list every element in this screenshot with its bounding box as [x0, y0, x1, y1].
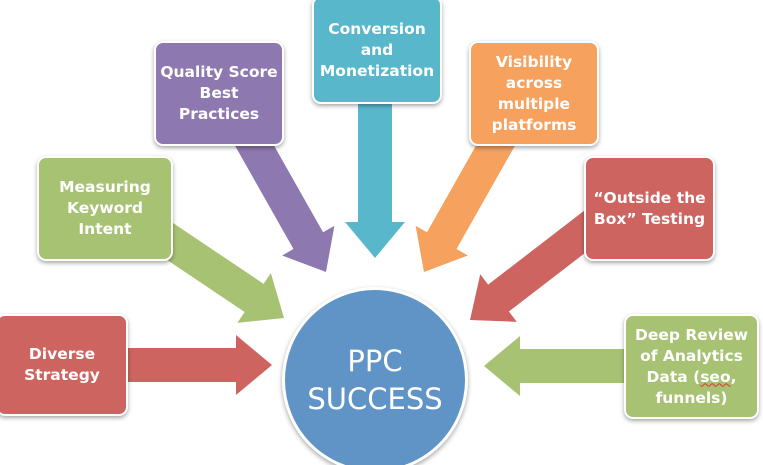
node-text: Strategy — [24, 366, 100, 384]
arrow-deep-review — [484, 336, 640, 396]
node-text: funnels) — [655, 388, 728, 407]
node-text: Data ( — [646, 367, 701, 386]
node-visibility: Visibility across multiple platforms — [469, 41, 599, 146]
center-text-line2: SUCCESS — [307, 382, 443, 416]
spellcheck-word: seo — [700, 367, 731, 386]
node-text: platforms — [491, 115, 577, 134]
node-text: Intent — [78, 220, 132, 238]
arrow-visibility — [415, 111, 525, 273]
node-text: Diverse — [28, 345, 96, 363]
node-text: across — [505, 73, 563, 92]
node-text: Box” Testing — [593, 209, 706, 228]
node-text: and — [360, 40, 394, 59]
node-text: “Outside the — [593, 188, 706, 207]
node-text: Deep Review — [634, 325, 749, 344]
arrow-outside-the-box — [470, 206, 611, 322]
node-text: multiple — [497, 94, 571, 113]
arrow-quality-score — [225, 111, 335, 273]
node-text: Best Practices — [178, 84, 260, 123]
arrow-conversion — [345, 90, 405, 258]
node-text: , — [730, 367, 737, 386]
arrow-measuring-keyword-intent — [140, 213, 284, 323]
center-text-line1: PPC — [347, 344, 403, 378]
node-text: Monetization — [319, 61, 435, 80]
center-circle: PPC SUCCESS — [282, 287, 468, 465]
node-text: of Analytics — [640, 346, 743, 365]
arrow-diverse-strategy — [110, 335, 272, 395]
node-text: Measuring — [59, 178, 151, 196]
node-text: Keyword — [66, 199, 144, 217]
node-text: Quality Score — [160, 63, 278, 81]
node-text: Visibility — [495, 52, 573, 71]
node-text: Conversion — [328, 19, 426, 38]
